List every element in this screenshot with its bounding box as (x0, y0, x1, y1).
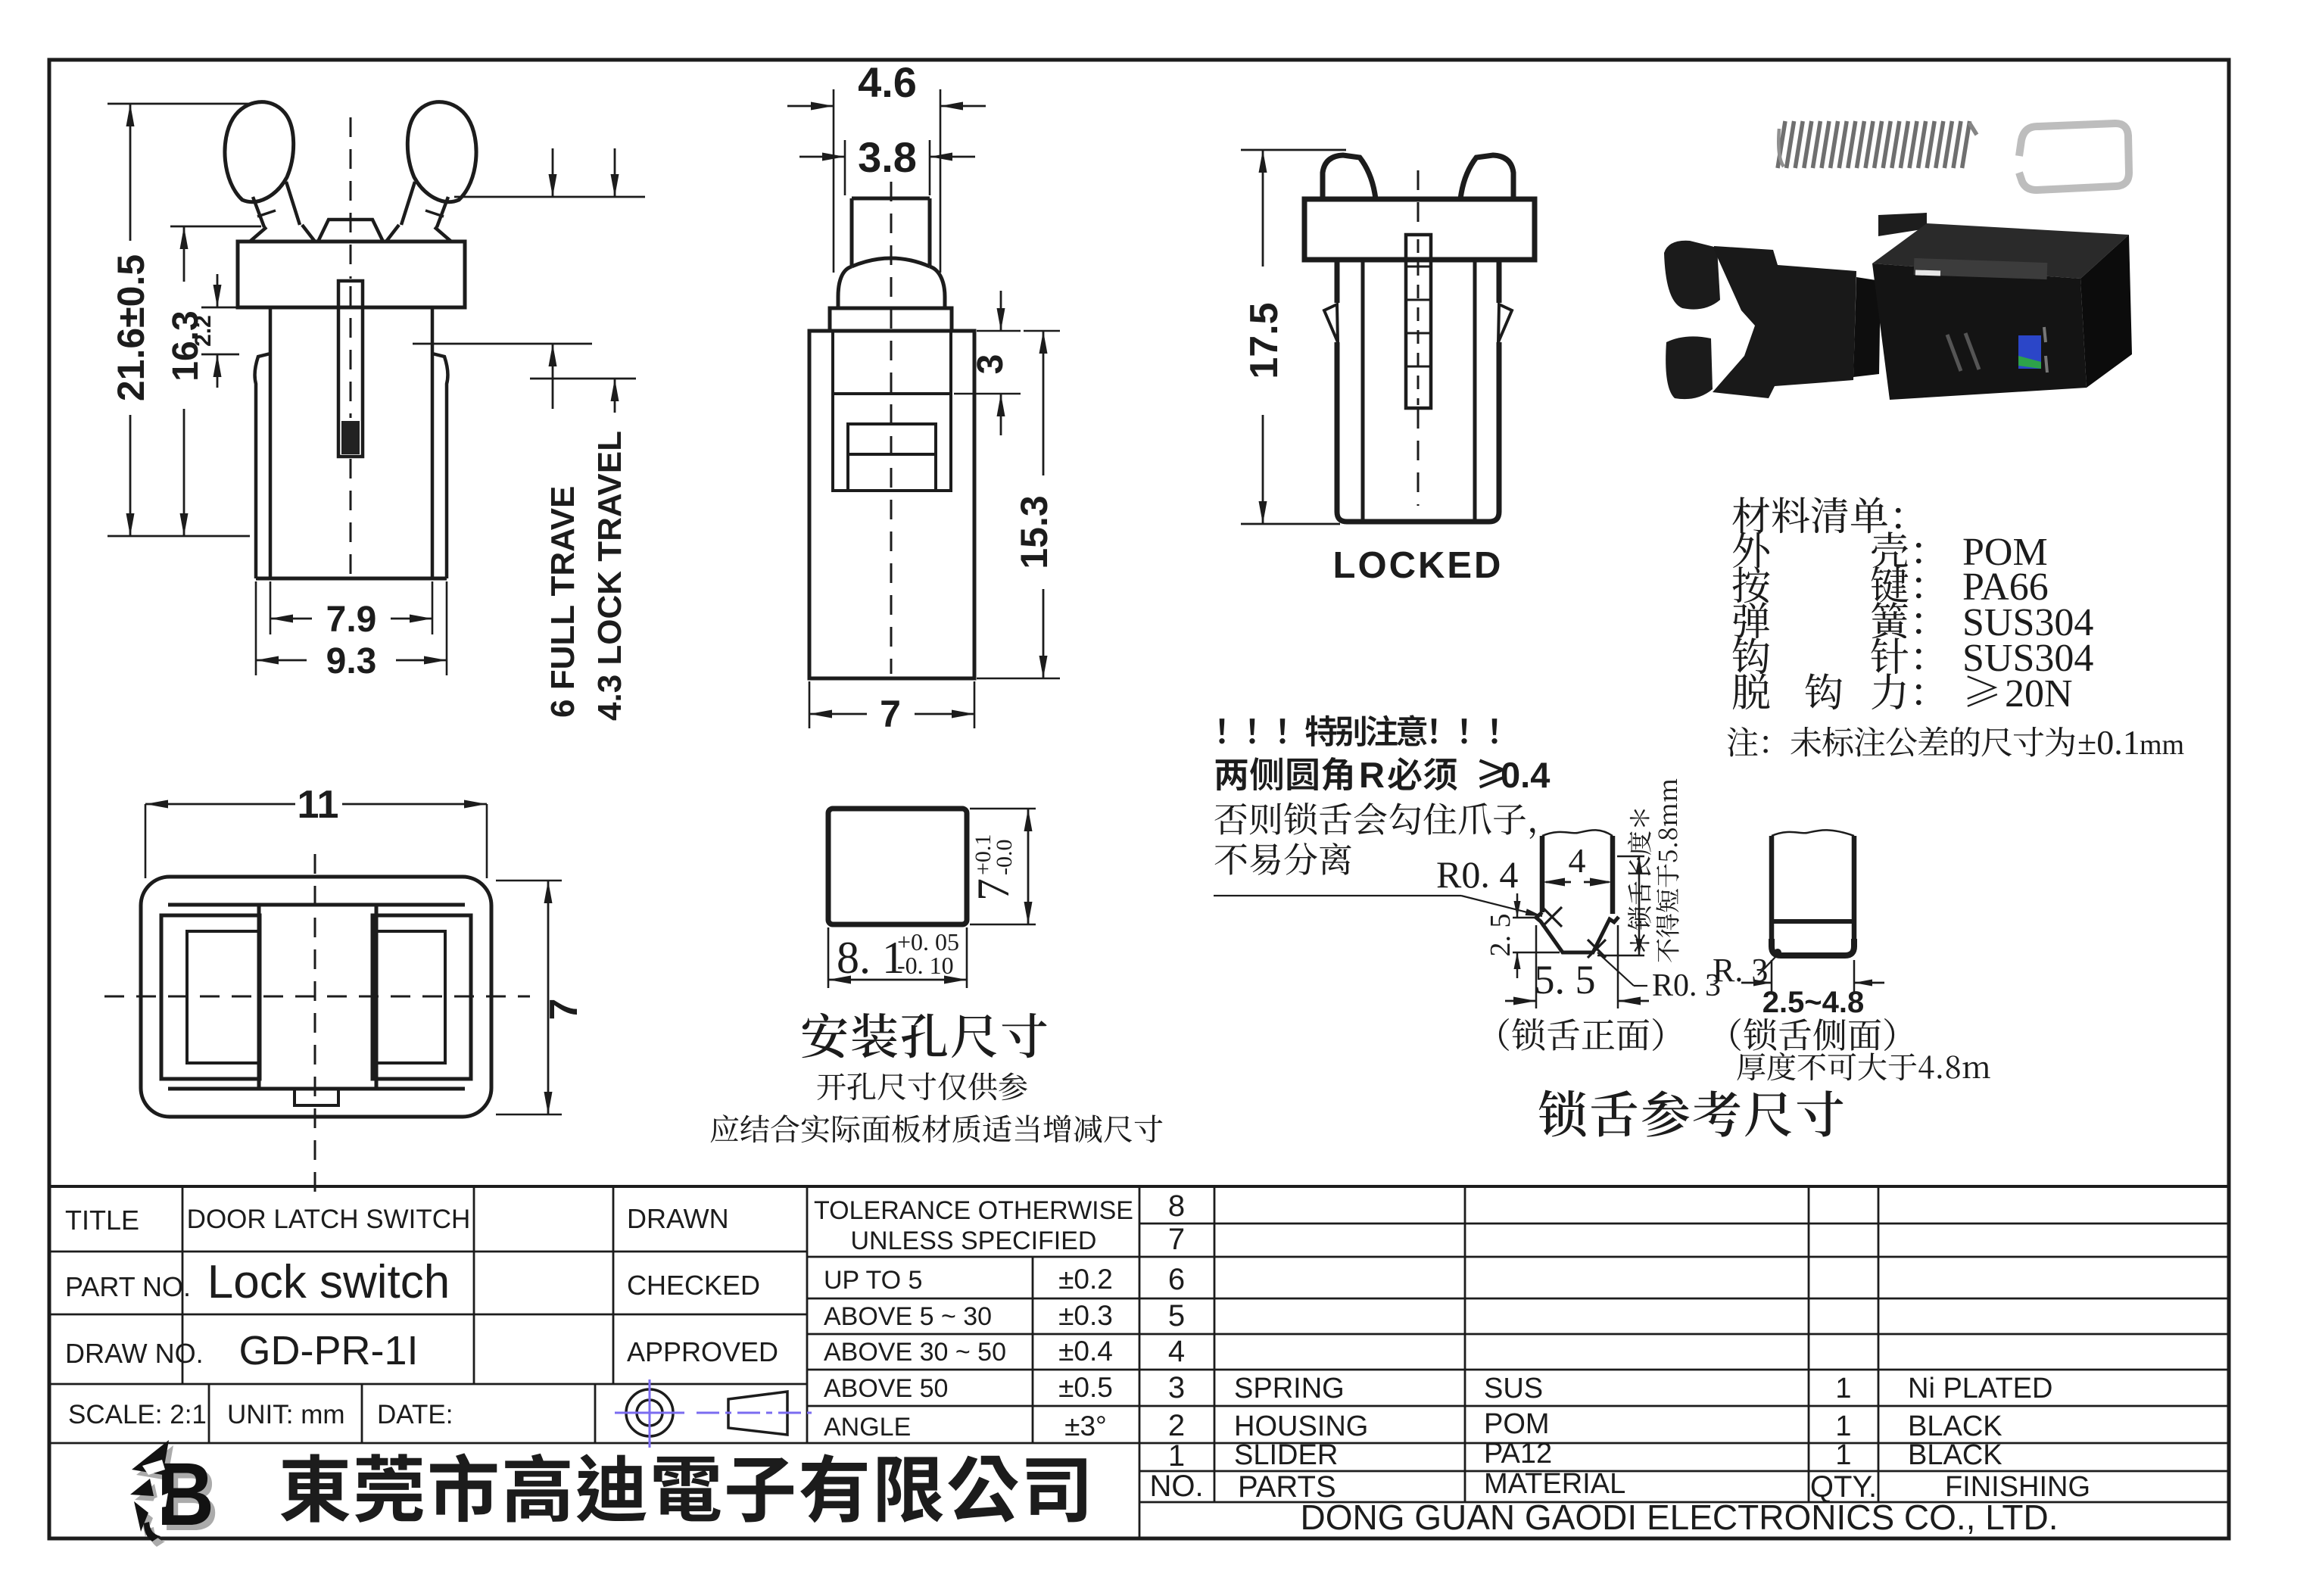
svg-text:7: 7 (1168, 1223, 1185, 1256)
svg-text:MATERIAL: MATERIAL (1484, 1468, 1625, 1500)
svg-text:PARTS: PARTS (1238, 1470, 1336, 1504)
svg-text:16.3: 16.3 (166, 310, 206, 381)
svg-text:ABOVE 30 ~ 50: ABOVE 30 ~ 50 (824, 1338, 1006, 1367)
svg-text:SUS: SUS (1484, 1373, 1543, 1404)
svg-text:PA12: PA12 (1484, 1438, 1552, 1470)
svg-text:5. 5: 5. 5 (1535, 957, 1596, 1002)
svg-text:GD-PR-1I: GD-PR-1I (238, 1328, 418, 1373)
svg-text:NO.: NO. (1149, 1470, 1203, 1503)
svg-text:UNIT: mm: UNIT: mm (227, 1400, 345, 1429)
svg-text:1: 1 (1835, 1373, 1851, 1404)
svg-text:±0.5: ±0.5 (1058, 1372, 1113, 1403)
svg-text:2.2: 2.2 (191, 315, 216, 347)
svg-text:6: 6 (1168, 1263, 1185, 1296)
svg-text:Lock switch: Lock switch (207, 1256, 450, 1308)
svg-text:POM: POM (1484, 1408, 1550, 1440)
svg-text:POM: POM (1962, 531, 2048, 574)
svg-text:3.8: 3.8 (858, 133, 917, 181)
svg-text:R0. 3: R0. 3 (1652, 968, 1721, 1003)
svg-text:4.3 LOCK TRAVEL: 4.3 LOCK TRAVEL (591, 431, 628, 721)
svg-text:ABOVE 5 ~ 30: ABOVE 5 ~ 30 (824, 1302, 992, 1331)
svg-text:SUS304: SUS304 (1962, 601, 2093, 644)
svg-text:4.6: 4.6 (858, 58, 917, 106)
svg-text:7: 7 (880, 693, 901, 735)
svg-text:7: 7 (968, 878, 1018, 901)
svg-text:DRAWN: DRAWN (627, 1203, 729, 1234)
svg-text:7.9: 7.9 (326, 600, 377, 640)
svg-text:6 FULL TRAVE: 6 FULL TRAVE (544, 486, 581, 718)
svg-text:PART NO.: PART NO. (65, 1271, 191, 1302)
svg-text:15.3: 15.3 (1013, 495, 1055, 569)
svg-text:-0. 10: -0. 10 (897, 952, 954, 979)
svg-text:UP TO 5: UP TO 5 (824, 1266, 922, 1295)
svg-text:17.5: 17.5 (1242, 302, 1286, 379)
svg-text:3: 3 (1168, 1371, 1185, 1404)
svg-text:+0. 05: +0. 05 (897, 928, 959, 955)
svg-text:8: 8 (1168, 1189, 1185, 1223)
svg-text:DATE:: DATE: (377, 1400, 453, 1429)
svg-text:R0. 4: R0. 4 (1436, 853, 1518, 896)
svg-text:CHECKED: CHECKED (627, 1270, 760, 1301)
svg-text:3: 3 (971, 354, 1011, 375)
svg-text:8. 1: 8. 1 (837, 933, 905, 983)
svg-text:21.6±0.5: 21.6±0.5 (110, 254, 152, 401)
svg-text:SCALE: 2:1: SCALE: 2:1 (68, 1400, 207, 1429)
svg-text:ABOVE 50: ABOVE 50 (824, 1374, 948, 1403)
svg-text:DRAW NO.: DRAW NO. (65, 1338, 204, 1369)
svg-text:HOUSING: HOUSING (1234, 1411, 1368, 1442)
svg-text:BLACK: BLACK (1908, 1411, 2002, 1442)
svg-text:TITLE: TITLE (65, 1205, 139, 1236)
svg-text:LOCKED: LOCKED (1333, 545, 1504, 586)
svg-text:FINISHING: FINISHING (1945, 1471, 2090, 1503)
svg-text:SPRING: SPRING (1234, 1373, 1345, 1404)
svg-text:APPROVED: APPROVED (627, 1336, 778, 1367)
svg-text:DOOR LATCH SWITCH: DOOR LATCH SWITCH (187, 1205, 471, 1234)
svg-text:2. 5: 2. 5 (1485, 914, 1516, 957)
svg-text:0.4: 0.4 (1501, 755, 1550, 795)
svg-text:±0.2: ±0.2 (1058, 1264, 1113, 1295)
svg-text:2: 2 (1168, 1409, 1185, 1442)
svg-text:7: 7 (542, 999, 586, 1021)
svg-text:SLIDER: SLIDER (1234, 1439, 1338, 1471)
svg-text:1: 1 (1835, 1439, 1851, 1471)
svg-text:±0.1: ±0.1 (2077, 723, 2140, 762)
svg-text:2.5~4.8: 2.5~4.8 (1762, 986, 1865, 1019)
svg-text:5: 5 (1168, 1299, 1185, 1333)
svg-text:4: 4 (1168, 1335, 1185, 1368)
svg-text:mm: mm (2140, 729, 2184, 761)
svg-text:ANGLE: ANGLE (824, 1413, 911, 1442)
svg-text:±3°: ±3° (1064, 1411, 1107, 1442)
svg-text:UNLESS SPECIFIED: UNLESS SPECIFIED (851, 1227, 1097, 1255)
svg-text:1: 1 (1835, 1411, 1851, 1442)
svg-text:PA66: PA66 (1962, 566, 2049, 609)
svg-text:11: 11 (298, 783, 339, 827)
svg-text:BLACK: BLACK (1908, 1439, 2002, 1471)
svg-text:9.3: 9.3 (326, 641, 377, 681)
svg-text:-0.0: -0.0 (992, 840, 1017, 876)
svg-text:±0.3: ±0.3 (1058, 1300, 1113, 1331)
svg-text:B: B (161, 1450, 219, 1550)
svg-text:1: 1 (1168, 1439, 1185, 1473)
svg-text:R: R (1359, 755, 1385, 795)
svg-text:TOLERANCE OTHERWISE: TOLERANCE OTHERWISE (814, 1196, 1133, 1225)
svg-text:Ni PLATED: Ni PLATED (1908, 1373, 2052, 1404)
svg-text:±0.4: ±0.4 (1058, 1336, 1113, 1367)
svg-text:20N: 20N (2005, 672, 2073, 715)
svg-text:DONG GUAN GAODI ELECTRONICS CO: DONG GUAN GAODI ELECTRONICS CO., LTD. (1300, 1498, 2058, 1537)
svg-text:QTY.: QTY. (1810, 1470, 1877, 1504)
svg-text:+0.1: +0.1 (971, 834, 996, 875)
svg-text:SUS304: SUS304 (1962, 637, 2093, 680)
svg-text:4: 4 (1569, 841, 1586, 880)
